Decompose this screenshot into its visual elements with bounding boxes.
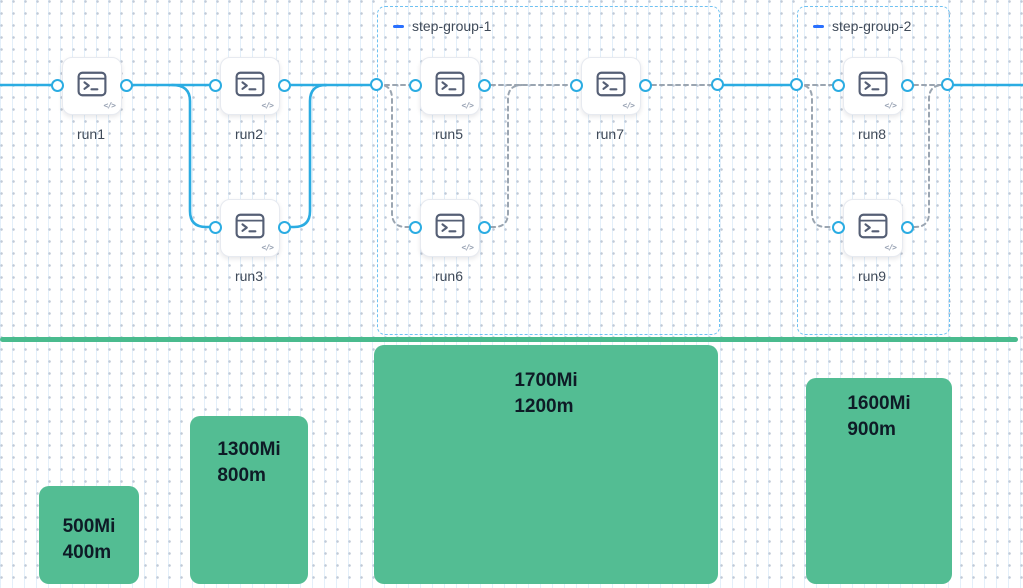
node-run7[interactable]: </> bbox=[570, 57, 652, 115]
resource-bar-3: 1700Mi 1200m bbox=[374, 345, 718, 584]
node-run3[interactable]: </> bbox=[209, 199, 291, 257]
terminal-icon bbox=[435, 213, 465, 239]
port-out-run7[interactable] bbox=[639, 79, 652, 92]
terminal-icon bbox=[858, 71, 888, 97]
resource-bar-4: 1600Mi 900m bbox=[806, 378, 952, 584]
node-run1[interactable]: </> bbox=[51, 57, 133, 115]
port-in-run8[interactable] bbox=[832, 79, 845, 92]
port-in-run6[interactable] bbox=[409, 221, 422, 234]
code-icon: </> bbox=[884, 243, 897, 252]
port-out-step-group-1[interactable] bbox=[711, 78, 724, 91]
terminal-icon bbox=[77, 71, 107, 97]
step-group-1[interactable]: step-group-1 bbox=[377, 6, 720, 335]
port-out-run1[interactable] bbox=[120, 79, 133, 92]
terminal-icon bbox=[235, 213, 265, 239]
node-label-run7: run7 bbox=[595, 126, 625, 142]
port-in-run5[interactable] bbox=[409, 79, 422, 92]
node-run2[interactable]: </> bbox=[209, 57, 291, 115]
node-label-run3: run3 bbox=[234, 268, 264, 284]
group-label: step-group-2 bbox=[832, 18, 912, 34]
node-label-run6: run6 bbox=[434, 268, 464, 284]
node-run6[interactable]: </> bbox=[409, 199, 491, 257]
code-icon: </> bbox=[884, 101, 897, 110]
edge-stepgroup1-run6[interactable] bbox=[376, 84, 416, 228]
terminal-icon bbox=[596, 71, 626, 97]
node-run9[interactable]: </> bbox=[832, 199, 914, 257]
section-divider bbox=[0, 337, 1018, 342]
resource-bar-4-label: 1600Mi 900m bbox=[847, 393, 911, 441]
resource-bar-1: 500Mi 400m bbox=[39, 486, 139, 584]
port-out-run8[interactable] bbox=[901, 79, 914, 92]
port-out-run9[interactable] bbox=[901, 221, 914, 234]
step-group-2[interactable]: step-group-2 bbox=[797, 6, 950, 335]
port-out-run6[interactable] bbox=[478, 221, 491, 234]
resource-bar-1-label: 500Mi 400m bbox=[62, 516, 116, 564]
edge-run9-merge[interactable] bbox=[905, 84, 949, 228]
resource-bar-2-label: 1300Mi 800m bbox=[217, 439, 281, 487]
step-group-2-header: step-group-2 bbox=[813, 18, 949, 34]
edge-run1-run3[interactable] bbox=[170, 83, 217, 229]
group-dash-icon bbox=[813, 24, 824, 28]
node-label-run9: run9 bbox=[857, 268, 887, 284]
resource-bar-2: 1300Mi 800m bbox=[190, 416, 308, 584]
edge-run6-merge[interactable] bbox=[482, 84, 523, 228]
edge-run3-merge[interactable] bbox=[281, 83, 328, 229]
node-run5[interactable]: </> bbox=[409, 57, 491, 115]
code-icon: </> bbox=[461, 101, 474, 110]
code-icon: </> bbox=[261, 101, 274, 110]
port-in-run9[interactable] bbox=[832, 221, 845, 234]
terminal-icon bbox=[235, 71, 265, 97]
port-in-run3[interactable] bbox=[209, 221, 222, 234]
port-in-step-group-1[interactable] bbox=[370, 78, 383, 91]
edge-stepgroup2-run9[interactable] bbox=[796, 84, 839, 228]
group-label: step-group-1 bbox=[412, 18, 492, 34]
code-icon: </> bbox=[461, 243, 474, 252]
port-out-run5[interactable] bbox=[478, 79, 491, 92]
node-run8[interactable]: </> bbox=[832, 57, 914, 115]
node-label-run8: run8 bbox=[857, 126, 887, 142]
step-group-1-header: step-group-1 bbox=[393, 18, 719, 34]
code-icon: </> bbox=[103, 101, 116, 110]
port-out-step-group-2[interactable] bbox=[941, 78, 954, 91]
port-in-step-group-2[interactable] bbox=[790, 78, 803, 91]
port-in-run7[interactable] bbox=[570, 79, 583, 92]
node-label-run5: run5 bbox=[434, 126, 464, 142]
group-dash-icon bbox=[393, 24, 404, 28]
port-out-run2[interactable] bbox=[278, 79, 291, 92]
node-label-run2: run2 bbox=[234, 126, 264, 142]
code-icon: </> bbox=[622, 101, 635, 110]
port-out-run3[interactable] bbox=[278, 221, 291, 234]
node-label-run1: run1 bbox=[76, 126, 106, 142]
resource-bar-3-label: 1700Mi 1200m bbox=[514, 370, 578, 418]
code-icon: </> bbox=[261, 243, 274, 252]
terminal-icon bbox=[435, 71, 465, 97]
port-in-run2[interactable] bbox=[209, 79, 222, 92]
terminal-icon bbox=[858, 213, 888, 239]
port-in-run1[interactable] bbox=[51, 79, 64, 92]
